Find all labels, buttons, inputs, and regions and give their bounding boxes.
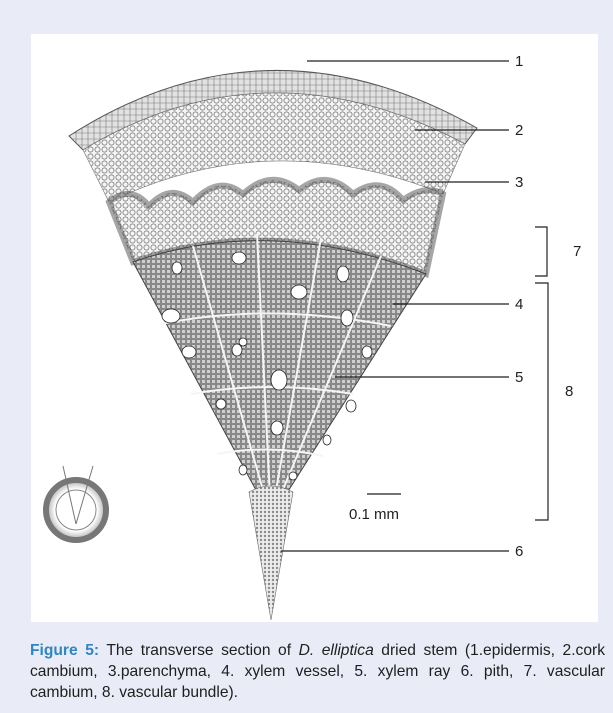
callout-6: 6 [515,543,523,560]
callout-2: 2 [515,122,523,139]
bracket-8 [535,283,548,520]
figure-caption: Figure 5: The transverse section of D. e… [30,640,605,703]
stem-section-drawing: 0.1 mm 1 2 3 4 5 6 7 8 [31,34,598,622]
figure-label: Figure 5: [30,642,99,659]
section-inset-diagram [46,466,106,540]
callout-7: 7 [573,243,581,260]
callout-3: 3 [515,174,523,191]
bracket-7 [535,227,547,276]
callout-8: 8 [565,383,573,400]
pith [249,486,293,620]
scale-bar-label: 0.1 mm [349,506,399,523]
callout-4: 4 [515,296,523,313]
figure-panel: 0.1 mm 1 2 3 4 5 6 7 8 [31,34,598,622]
caption-text-part1: The transverse section of [99,642,299,659]
species-name: D. elliptica [299,642,374,659]
callout-1: 1 [515,53,523,70]
callout-5: 5 [515,369,523,386]
